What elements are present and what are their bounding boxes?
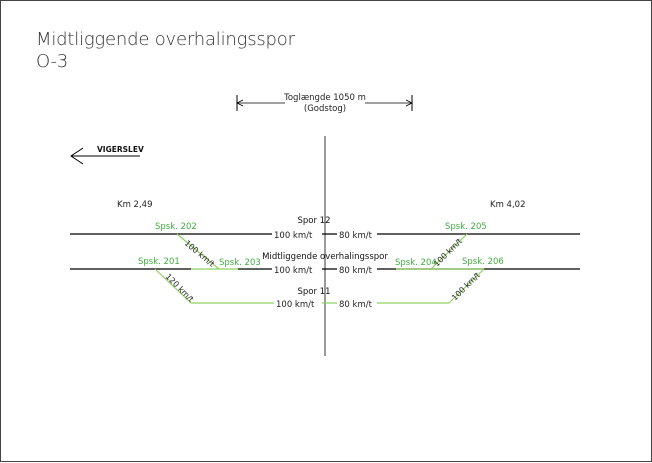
diagonal-speed-upper-right: 100 km/t	[432, 237, 464, 269]
track-mid-label: Midtliggende overhalingsspor	[262, 252, 388, 262]
switch-connections	[154, 233, 485, 304]
km-right-label: Km 4,02	[490, 200, 525, 210]
track-spor-12-label: Spor 12	[297, 216, 330, 226]
spor-12-speed-right: 80 km/t	[339, 231, 373, 241]
switch-labels: Spsk. 202 Spsk. 201 Spsk. 203 Spsk. 204 …	[138, 222, 504, 268]
diagonal-speed-upper-left: 100 km/t	[183, 239, 216, 269]
track-spor-11-label: Spor 11	[297, 287, 330, 297]
train-length-dimension: Toglængde 1050 m (Godstog)	[236, 93, 413, 114]
switch-201-label: Spsk. 201	[138, 257, 180, 267]
train-length-sublabel: (Godstog)	[304, 104, 346, 114]
mid-speed-left: 100 km/t	[274, 266, 313, 276]
speed-labels: 100 km/t 80 km/t 100 km/t 80 km/t 100 km…	[272, 230, 377, 310]
switch-205-label: Spsk. 205	[445, 222, 487, 232]
direction-label: VIGERSLEV	[97, 145, 144, 154]
switch-204-label: Spsk. 204	[395, 258, 437, 268]
switch-202-label: Spsk. 202	[155, 222, 197, 232]
spor-12-speed-left: 100 km/t	[274, 231, 313, 241]
km-left-label: Km 2,49	[117, 200, 152, 210]
diagram-title: Midtliggende overhalingsspor	[36, 29, 295, 50]
switch-206-label: Spsk. 206	[462, 257, 504, 267]
spor-11-speed-left: 100 km/t	[276, 300, 315, 310]
diagram-subtitle: O-3	[36, 51, 69, 72]
diagonal-speed-lower-right: 100 km/t	[450, 271, 482, 303]
train-length-label: Toglængde 1050 m	[283, 93, 366, 103]
switch-203-label: Spsk. 203	[219, 258, 261, 268]
mid-speed-right: 80 km/t	[339, 266, 373, 276]
diagonal-speed-lower-left: 120 km/t	[164, 272, 196, 304]
spor-11-speed-right: 80 km/t	[339, 300, 373, 310]
direction-arrow: VIGERSLEV	[70, 145, 144, 165]
